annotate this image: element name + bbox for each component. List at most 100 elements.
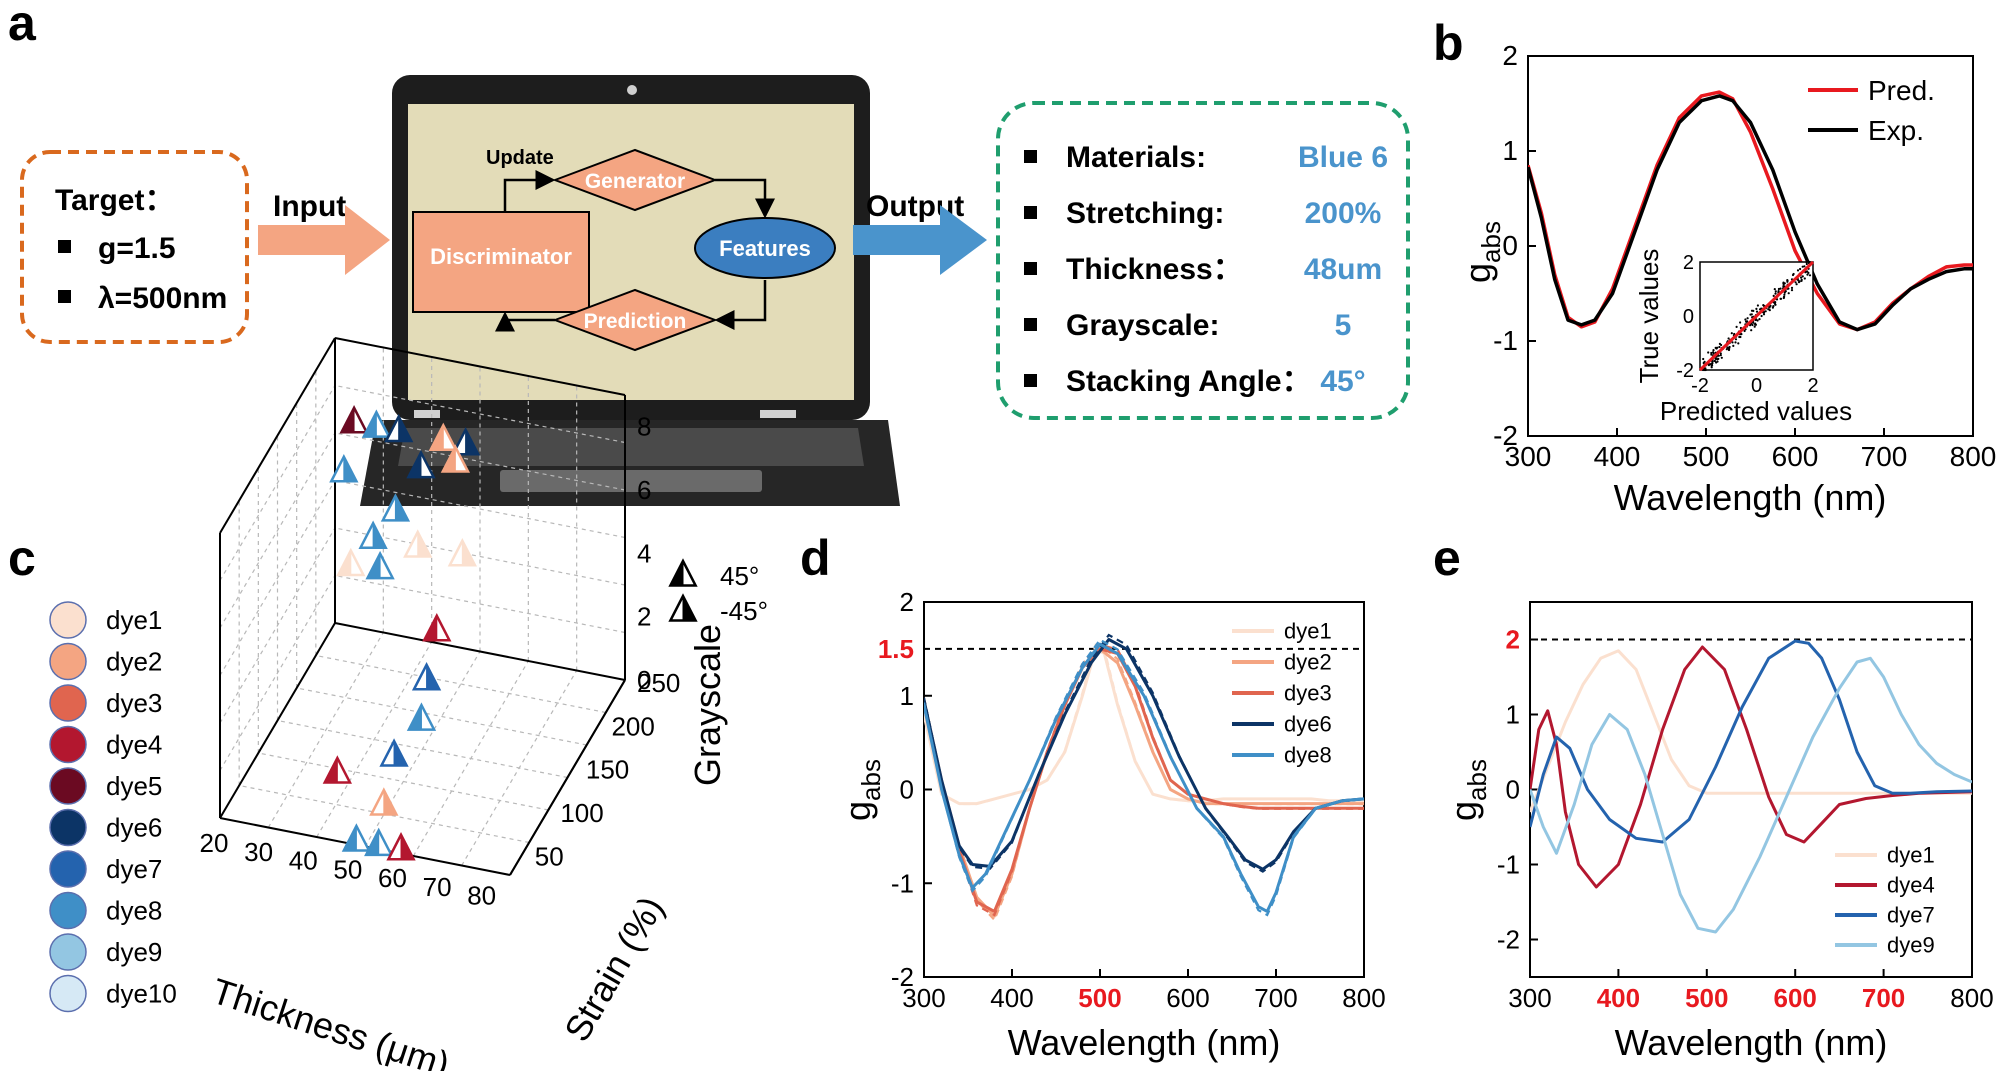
y-tick-label: 2	[1506, 625, 1520, 655]
inset-point	[1800, 276, 1803, 279]
inset-point	[1767, 308, 1770, 311]
prediction-discriminator-arrow	[495, 311, 555, 332]
y-tick-label: 50	[535, 841, 564, 871]
y-axis-label: gabs	[1457, 221, 1506, 283]
dye-swatch	[49, 933, 87, 971]
plot-series	[1528, 90, 1973, 332]
inset-point	[1787, 292, 1790, 295]
inset-point	[1792, 272, 1795, 276]
inset-point	[1727, 348, 1730, 351]
dye-label: dye5	[106, 771, 162, 801]
inset-point	[1762, 313, 1766, 316]
axis-edge	[334, 622, 626, 681]
inset-point	[1772, 294, 1775, 297]
z-tick-label: 0	[637, 665, 651, 695]
y-tick-label: 0	[1502, 230, 1518, 261]
scatter-point	[341, 823, 372, 852]
legend-label: dye2	[1284, 650, 1332, 675]
scatter-point	[379, 738, 409, 767]
series-line-dye4	[1530, 645, 1972, 889]
inset-point	[1754, 322, 1757, 325]
grid-line	[334, 432, 626, 491]
inset-point	[1727, 337, 1730, 340]
dye-swatch	[49, 601, 87, 639]
y-tick-label: 200	[611, 711, 654, 741]
grid-line	[296, 687, 587, 746]
y-tick-label: -2	[891, 962, 914, 992]
legend-label: dye1	[1284, 619, 1332, 644]
inset-point	[1710, 351, 1713, 355]
inset-point	[1715, 361, 1718, 364]
inset-point	[1805, 262, 1808, 266]
marker-legend-symbol	[668, 593, 698, 622]
target-title: Target：	[55, 184, 174, 217]
series-line-dashed	[924, 638, 1364, 917]
dye-label: dye7	[106, 854, 162, 884]
x-tick-label: 800	[1342, 983, 1385, 1013]
features-prediction-arrow	[714, 280, 767, 330]
gan-diagram: Discriminator Generator Prediction Featu…	[412, 147, 836, 352]
scatter-point	[322, 755, 352, 784]
panel-label-b: b	[1433, 15, 1464, 71]
inset-x-tick-label: 2	[1807, 375, 1818, 397]
scatter-point	[365, 550, 395, 580]
inset-point	[1769, 304, 1772, 307]
x-tick-label: 70	[423, 872, 452, 902]
inset-point	[1790, 289, 1794, 292]
dye-label: dye2	[106, 647, 162, 677]
inset-point	[1774, 290, 1777, 293]
x-tick-label: 800	[1950, 983, 1993, 1013]
laptop-illustration	[360, 75, 900, 506]
grid-line	[334, 527, 626, 586]
legend-label: dye3	[1284, 681, 1332, 706]
axis-edge	[219, 337, 336, 534]
scatter-point	[403, 529, 433, 558]
y-tick-label: 100	[560, 798, 603, 828]
inset-point	[1719, 352, 1722, 355]
inset-point	[1808, 274, 1812, 277]
inset-point	[1768, 306, 1771, 309]
inset-fit-line	[1698, 260, 1815, 372]
inset-point	[1710, 353, 1713, 356]
x-tick-label: 400	[1594, 441, 1641, 472]
grid-line	[219, 432, 336, 629]
y-tick-label: 1	[900, 681, 914, 711]
dye-swatch	[49, 767, 87, 805]
y-axis-label: gabs	[837, 759, 886, 821]
inset-point	[1805, 260, 1808, 264]
target-item-lambda: λ=500nm	[98, 282, 227, 315]
inset-point	[1702, 357, 1705, 361]
scatter-point	[339, 405, 369, 434]
inset-point	[1745, 320, 1748, 323]
grid-line	[334, 479, 626, 539]
inset-point	[1709, 363, 1712, 366]
touchpad	[500, 470, 762, 492]
x-tick-label: 600	[1772, 441, 1819, 472]
panel-label-a: a	[8, 0, 37, 51]
grid-line	[334, 384, 626, 444]
x-tick-label: 700	[1254, 983, 1297, 1013]
reference-label: 1.5	[878, 634, 914, 664]
inset-point	[1739, 321, 1742, 324]
inset-point	[1782, 295, 1786, 299]
dye-label: dye1	[106, 605, 162, 635]
dye-swatch	[49, 808, 87, 847]
inset-point	[1739, 335, 1742, 339]
axis-edge	[509, 679, 626, 876]
series-line-dye1	[1530, 649, 1972, 813]
inset-point	[1743, 329, 1746, 333]
inset-point	[1806, 273, 1809, 276]
output-key: Materials:	[1066, 141, 1206, 174]
scatter-point	[358, 520, 388, 549]
dye-swatch	[49, 974, 87, 1013]
panel-label-d: d	[800, 530, 831, 586]
x-axis-label: Wavelength (nm)	[1614, 477, 1887, 518]
x-tick-label: 40	[289, 846, 318, 876]
x-tick-label: 500	[1683, 441, 1730, 472]
output-rows: Materials: Blue 6 Stretching: 200% Thick…	[1024, 141, 1388, 398]
